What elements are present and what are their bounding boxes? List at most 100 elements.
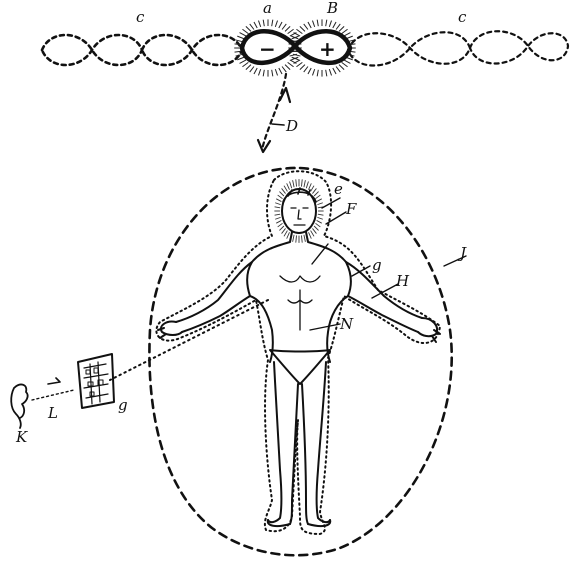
label-e: e bbox=[334, 180, 343, 198]
hatch-ray bbox=[277, 222, 283, 228]
hatch-ray bbox=[293, 59, 301, 64]
right-arm bbox=[345, 261, 423, 333]
right-hand bbox=[417, 317, 441, 343]
figure-eight-loop bbox=[239, 29, 353, 66]
hatch-ray bbox=[245, 64, 252, 70]
hatch-ray bbox=[328, 68, 332, 76]
arrow-down-icon bbox=[256, 138, 272, 154]
hatch-ray bbox=[258, 68, 262, 76]
hatch-ray bbox=[325, 69, 328, 77]
hatch-ray bbox=[296, 62, 303, 68]
hatch-ray bbox=[281, 23, 287, 30]
hatch-ray bbox=[316, 198, 322, 202]
hatch-ray bbox=[258, 20, 262, 28]
pointer-lines bbox=[309, 197, 467, 331]
hatch-ray bbox=[295, 235, 297, 243]
hatch-ray bbox=[289, 181, 293, 189]
dashed-loop-left-2 bbox=[140, 33, 244, 67]
label-f: F bbox=[345, 200, 357, 218]
label-g: g bbox=[372, 256, 382, 274]
hatch-ray bbox=[317, 216, 323, 220]
label-j: J bbox=[457, 244, 467, 262]
label-l: L bbox=[47, 404, 58, 422]
hatch-ray bbox=[283, 230, 288, 237]
hatch-ray bbox=[281, 66, 287, 73]
hatch-ray bbox=[313, 225, 319, 231]
dotted-ray bbox=[109, 299, 269, 381]
screen-panel bbox=[77, 353, 115, 409]
hatch-ray bbox=[249, 23, 255, 30]
radiating-halo bbox=[234, 19, 356, 77]
head-glow bbox=[274, 179, 324, 243]
hatch-ray bbox=[239, 59, 247, 64]
hatch-ray bbox=[315, 194, 321, 200]
hatch-ray bbox=[275, 202, 281, 206]
hatch-ray bbox=[301, 235, 303, 243]
hatch-ray bbox=[274, 20, 278, 28]
hatch-ray bbox=[287, 62, 294, 68]
hatch-ray bbox=[305, 181, 309, 189]
loincloth bbox=[269, 349, 331, 385]
dashed-loop-right-2 bbox=[468, 30, 570, 65]
dashed-loop-left-1 bbox=[40, 33, 144, 67]
hatch-ray bbox=[278, 21, 283, 29]
right-leg bbox=[301, 361, 331, 525]
hatch-ray bbox=[291, 35, 299, 40]
hatch-ray bbox=[292, 180, 295, 188]
hatch-ray bbox=[317, 202, 323, 206]
label-h: H bbox=[395, 272, 410, 290]
hatch-ray bbox=[313, 191, 319, 197]
hatch-ray bbox=[301, 179, 303, 187]
hatch-ray bbox=[332, 67, 337, 75]
hatch-ray bbox=[237, 56, 245, 61]
hatch-ray bbox=[274, 206, 281, 209]
minus-sign: − bbox=[259, 37, 276, 61]
hatch-ray bbox=[303, 66, 309, 73]
hatch-ray bbox=[279, 191, 285, 197]
hatch-ray bbox=[332, 21, 337, 29]
hatch-ray bbox=[341, 62, 348, 68]
label-c-right: c bbox=[458, 8, 467, 26]
left-hand bbox=[157, 320, 183, 339]
hatch-ray bbox=[338, 26, 345, 32]
hatch-ray bbox=[341, 28, 348, 34]
hatch-ray bbox=[343, 59, 351, 64]
hatch-ray bbox=[271, 19, 274, 27]
hatch-ray bbox=[253, 67, 258, 75]
label-a: a bbox=[263, 0, 272, 17]
connector-d bbox=[256, 72, 292, 154]
hatch-ray bbox=[289, 53, 298, 57]
label-k: K bbox=[15, 428, 28, 446]
hatch-ray bbox=[307, 21, 312, 29]
hatch-ray bbox=[242, 62, 249, 68]
hatch-ray bbox=[343, 32, 351, 37]
outer-aura-egg bbox=[148, 166, 453, 557]
hatch-ray bbox=[286, 183, 290, 190]
hatch-ray bbox=[312, 228, 317, 234]
label-n: N bbox=[339, 315, 354, 333]
hatch-ray bbox=[249, 66, 255, 73]
loop-chain: − + bbox=[40, 19, 570, 77]
hatch-ray bbox=[316, 69, 319, 77]
label-b: B bbox=[326, 0, 338, 17]
hatch-ray bbox=[315, 222, 321, 228]
hatch-ray bbox=[316, 220, 322, 224]
hatch-ray bbox=[312, 20, 316, 28]
hatch-ray bbox=[299, 26, 306, 32]
hatch-ray bbox=[312, 188, 317, 194]
hatch-ray bbox=[281, 188, 286, 194]
label-c-left: c bbox=[136, 8, 145, 26]
hatch-ray bbox=[284, 26, 291, 32]
hatch-ray bbox=[237, 35, 245, 40]
left-arm bbox=[175, 261, 253, 333]
face bbox=[290, 207, 309, 226]
hatch-ray bbox=[278, 67, 283, 75]
human-figure bbox=[155, 170, 441, 535]
hatch-ray bbox=[310, 230, 315, 237]
hatch-ray bbox=[276, 198, 282, 202]
hatch-ray bbox=[312, 68, 316, 76]
chest-detail bbox=[279, 275, 321, 331]
hatch-ray bbox=[287, 28, 294, 34]
hatch-ray bbox=[292, 234, 295, 242]
